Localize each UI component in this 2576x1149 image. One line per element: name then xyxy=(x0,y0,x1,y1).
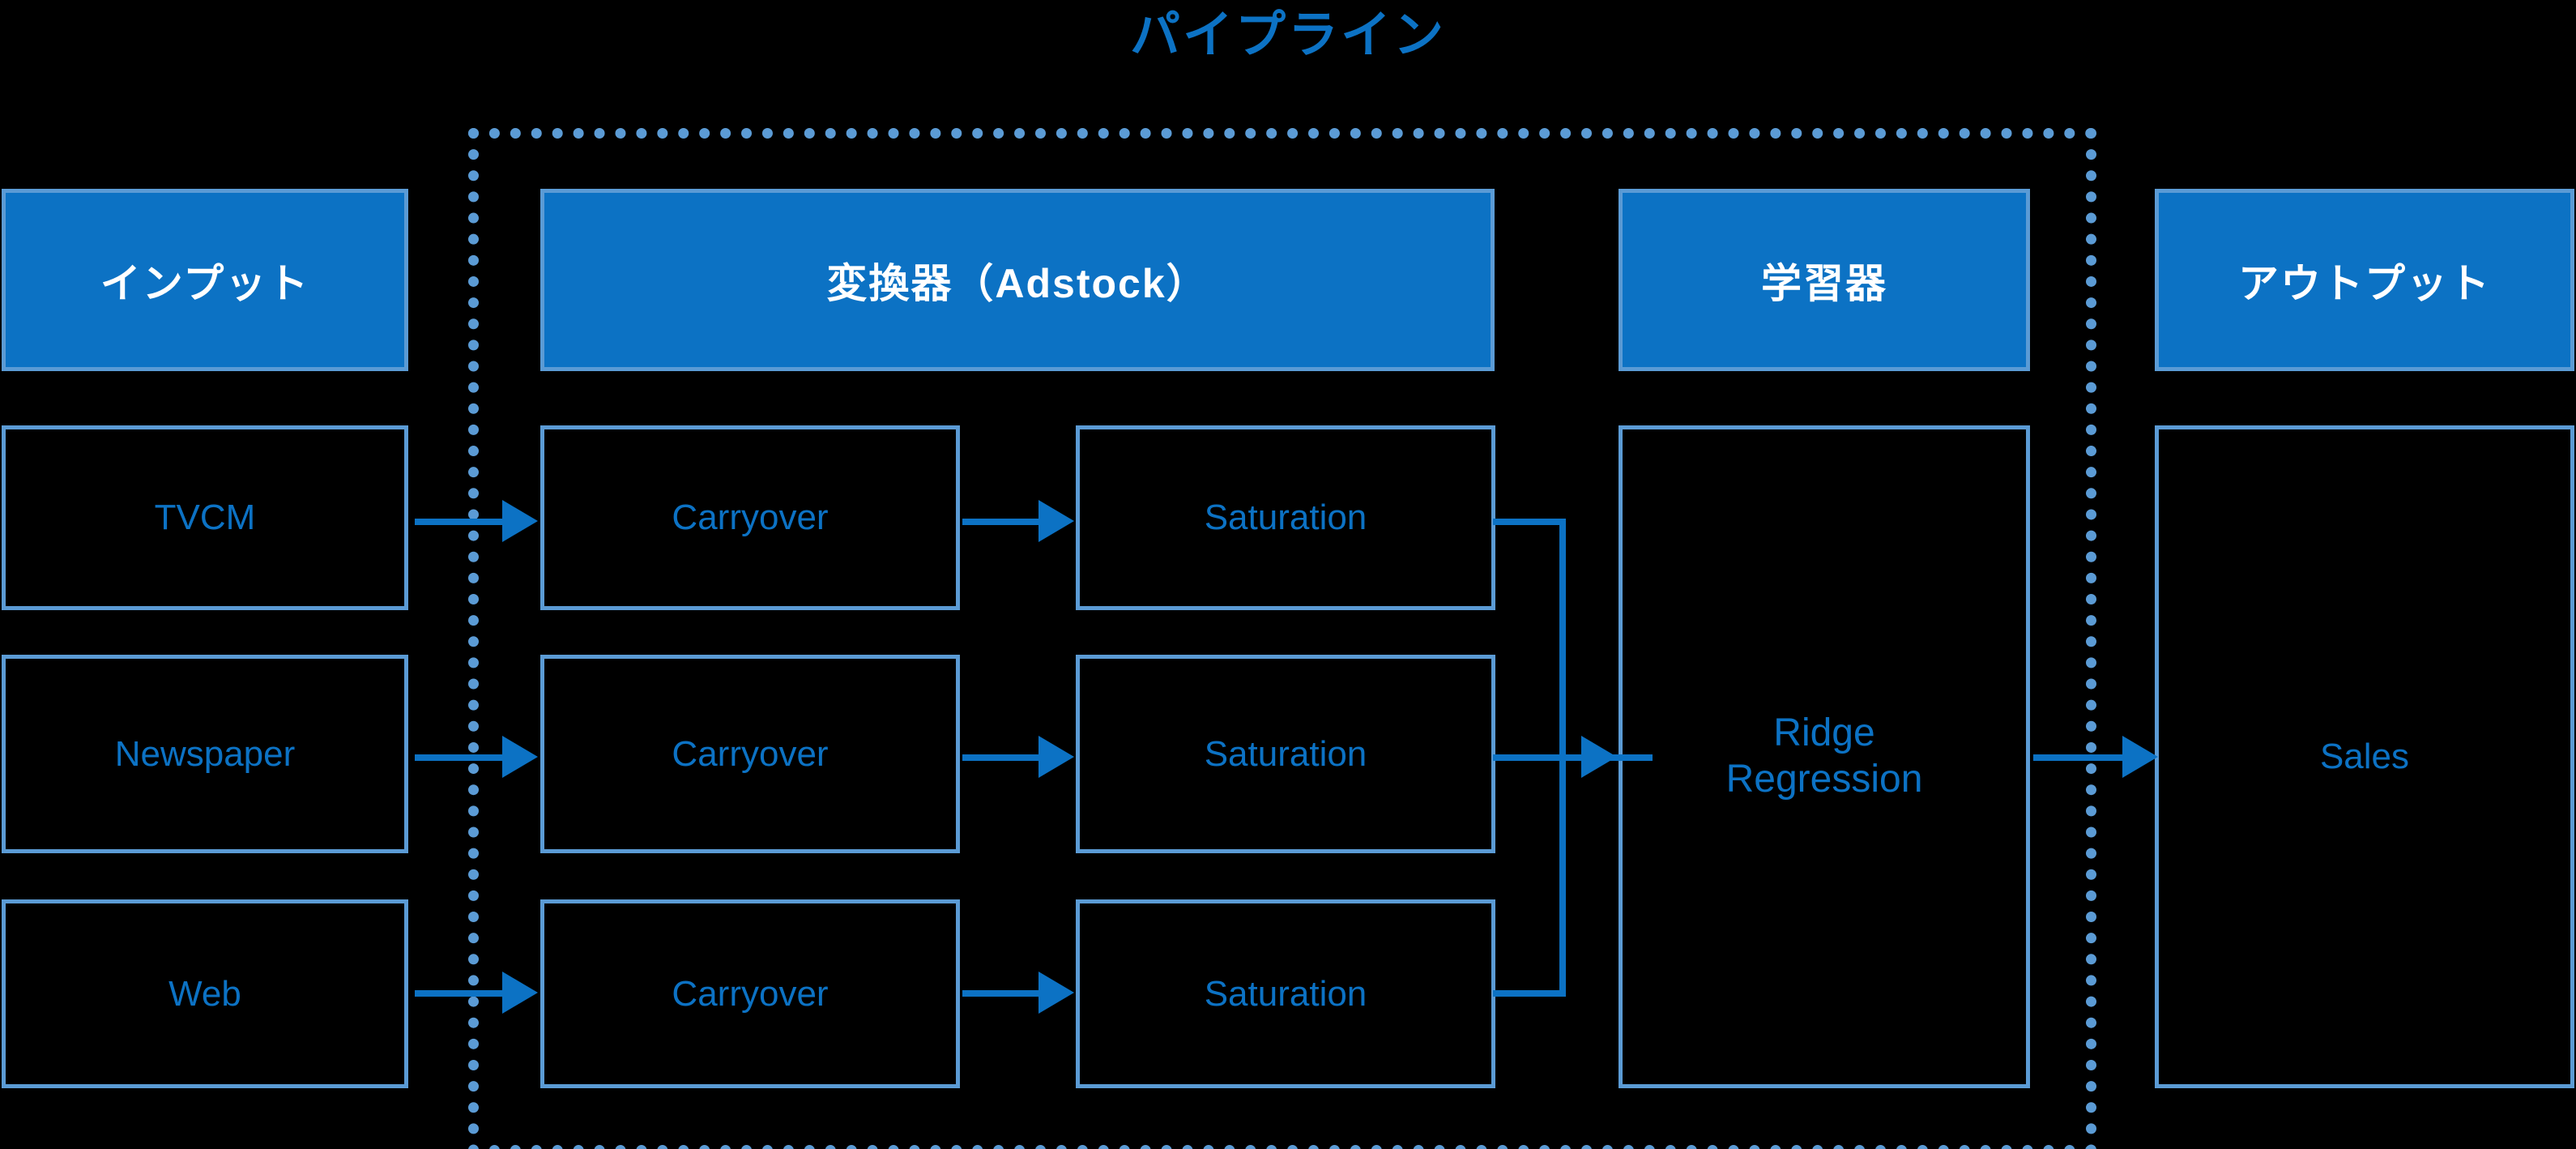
learner-box-ridge-regression[interactable]: Ridge Regression xyxy=(1619,425,2030,1088)
arrowhead-newspaper-to-carryover xyxy=(502,736,538,778)
arrowhead-bus-to-learner xyxy=(1581,736,1617,778)
carryover-box-3[interactable]: Carryover xyxy=(540,899,960,1088)
arrowhead-learner-to-output xyxy=(2122,736,2158,778)
page-title: パイプライン xyxy=(1129,7,1446,63)
connector-learner-to-output xyxy=(2033,754,2132,761)
connector-carryover3-to-saturation3 xyxy=(962,990,1040,997)
input-box-web[interactable]: Web xyxy=(2,899,408,1088)
saturation-box-1[interactable]: Saturation xyxy=(1076,425,1495,610)
connector-carryover2-to-saturation2 xyxy=(962,754,1040,761)
arrowhead-carryover3-to-saturation3 xyxy=(1039,972,1074,1014)
carryover-box-2[interactable]: Carryover xyxy=(540,655,960,853)
input-box-tvcm[interactable]: TVCM xyxy=(2,425,408,610)
connector-tvcm-to-carryover xyxy=(415,519,505,525)
output-box-sales[interactable]: Sales xyxy=(2155,425,2574,1088)
saturation-box-2[interactable]: Saturation xyxy=(1076,655,1495,853)
connector-web-to-carryover xyxy=(415,990,505,997)
column-header-transformer: 変換器（Adstock） xyxy=(540,189,1495,371)
carryover-box-1[interactable]: Carryover xyxy=(540,425,960,610)
bus-stub-saturation2 xyxy=(1493,754,1566,761)
arrowhead-carryover1-to-saturation1 xyxy=(1039,500,1074,542)
input-box-newspaper[interactable]: Newspaper xyxy=(2,655,408,853)
column-header-input: インプット xyxy=(2,189,408,371)
connector-carryover1-to-saturation1 xyxy=(962,519,1040,525)
saturation-box-3[interactable]: Saturation xyxy=(1076,899,1495,1088)
bus-stub-saturation3 xyxy=(1493,990,1566,997)
bus-stub-saturation1 xyxy=(1493,519,1566,525)
column-header-output: アウトプット xyxy=(2155,189,2574,371)
arrowhead-carryover2-to-saturation2 xyxy=(1039,736,1074,778)
arrowhead-web-to-carryover xyxy=(502,972,538,1014)
connector-newspaper-to-carryover xyxy=(415,754,505,761)
column-header-learner: 学習器 xyxy=(1619,189,2030,371)
arrowhead-tvcm-to-carryover xyxy=(502,500,538,542)
